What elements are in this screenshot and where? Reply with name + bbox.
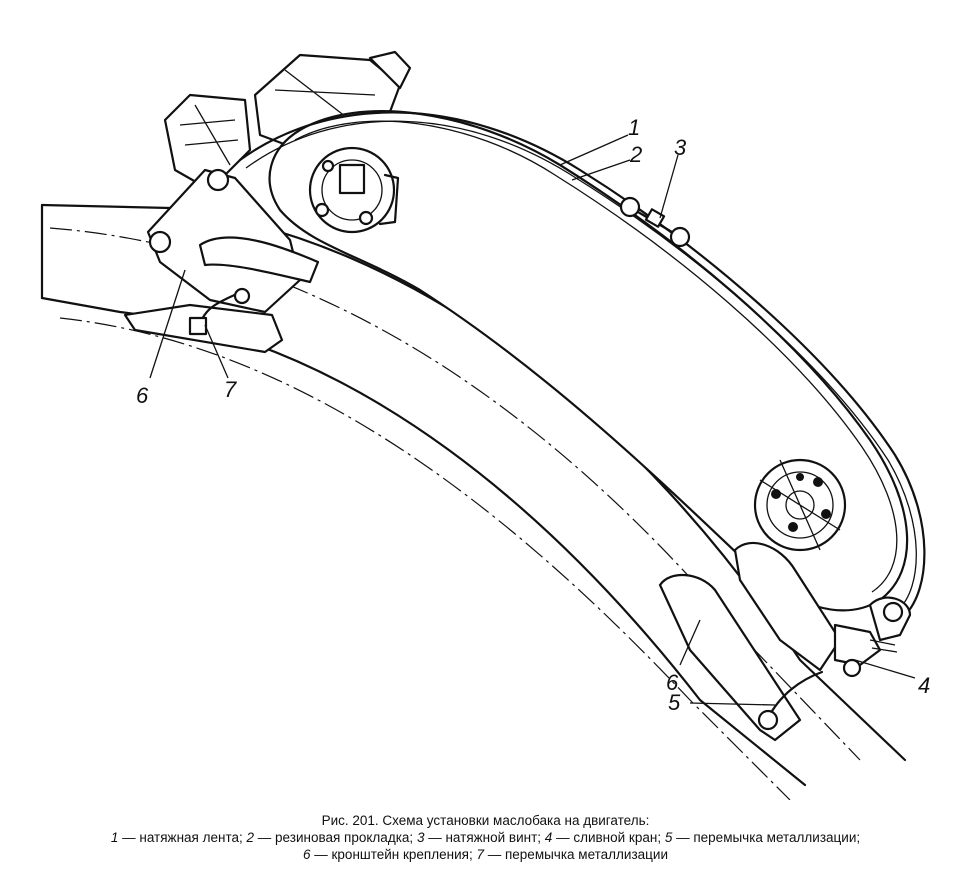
legend-item-2: 2 — резиновая прокладка; <box>246 830 417 845</box>
callout-6-lower: 6 <box>666 670 679 695</box>
legend-item-7: 7 — перемычка металлизации <box>476 847 668 862</box>
callout-4: 4 <box>918 673 930 698</box>
legend-item-6: 6 — кронштейн крепления; <box>302 847 477 862</box>
figure-title: Рис. 201. Схема установки маслобака на д… <box>321 813 650 828</box>
drain-flange <box>753 458 847 552</box>
legend-item-text: натяжной винт <box>445 830 538 845</box>
legend-item-text: кронштейн крепления <box>331 847 469 862</box>
figure-legend: 1 — натяжная лента; 2 — резиновая прокла… <box>0 829 971 863</box>
callout-3: 3 <box>674 135 687 160</box>
callout-7: 7 <box>224 377 237 402</box>
drain-cock <box>833 623 898 678</box>
legend-item-number: 5 <box>664 830 673 845</box>
legend-item-1: 1 — натяжная лента; <box>110 830 247 845</box>
legend-item-5: 5 — перемычка металлизации; <box>664 830 861 845</box>
mounting-bracket-upper <box>123 168 320 354</box>
callout-5: 5 <box>668 690 681 715</box>
oil-tank-body <box>268 110 909 612</box>
legend-item-text: резиновая прокладка <box>275 830 410 845</box>
callout-1: 1 <box>628 115 640 140</box>
legend-item-3: 3 — натяжной винт; <box>416 830 545 845</box>
legend-item-number: 3 <box>416 830 425 845</box>
legend-item-text: натяжная лента <box>139 830 239 845</box>
legend-item-number: 4 <box>544 830 553 845</box>
legend-item-number: 6 <box>302 847 311 862</box>
callout-leaders <box>149 134 916 706</box>
legend-item-4: 4 — сливной кран; <box>544 830 665 845</box>
tension-screw <box>619 196 691 248</box>
legend-item-number: 7 <box>476 847 484 862</box>
callout-labels: 1 2 3 4 5 6 6 7 <box>136 115 930 715</box>
callout-6-upper: 6 <box>136 383 149 408</box>
callout-2: 2 <box>629 142 642 167</box>
legend-item-text: перемычка металлизации <box>693 830 857 845</box>
oil-tank-installation-drawing: 1 2 3 4 5 6 6 7 <box>40 50 930 800</box>
bonding-jumper-upper <box>188 287 251 336</box>
legend-item-number: 1 <box>110 830 119 845</box>
figure-caption: Рис. 201. Схема установки маслобака на д… <box>0 812 971 863</box>
filler-neck <box>308 146 400 234</box>
bonding-jumper-lower <box>757 670 824 731</box>
legend-item-number: 2 <box>246 830 255 845</box>
tension-band <box>238 111 926 617</box>
mounting-bracket-lower <box>658 541 912 742</box>
legend-item-text: сливной кран <box>573 830 658 845</box>
legend-item-text: перемычка металлизации <box>504 847 668 862</box>
